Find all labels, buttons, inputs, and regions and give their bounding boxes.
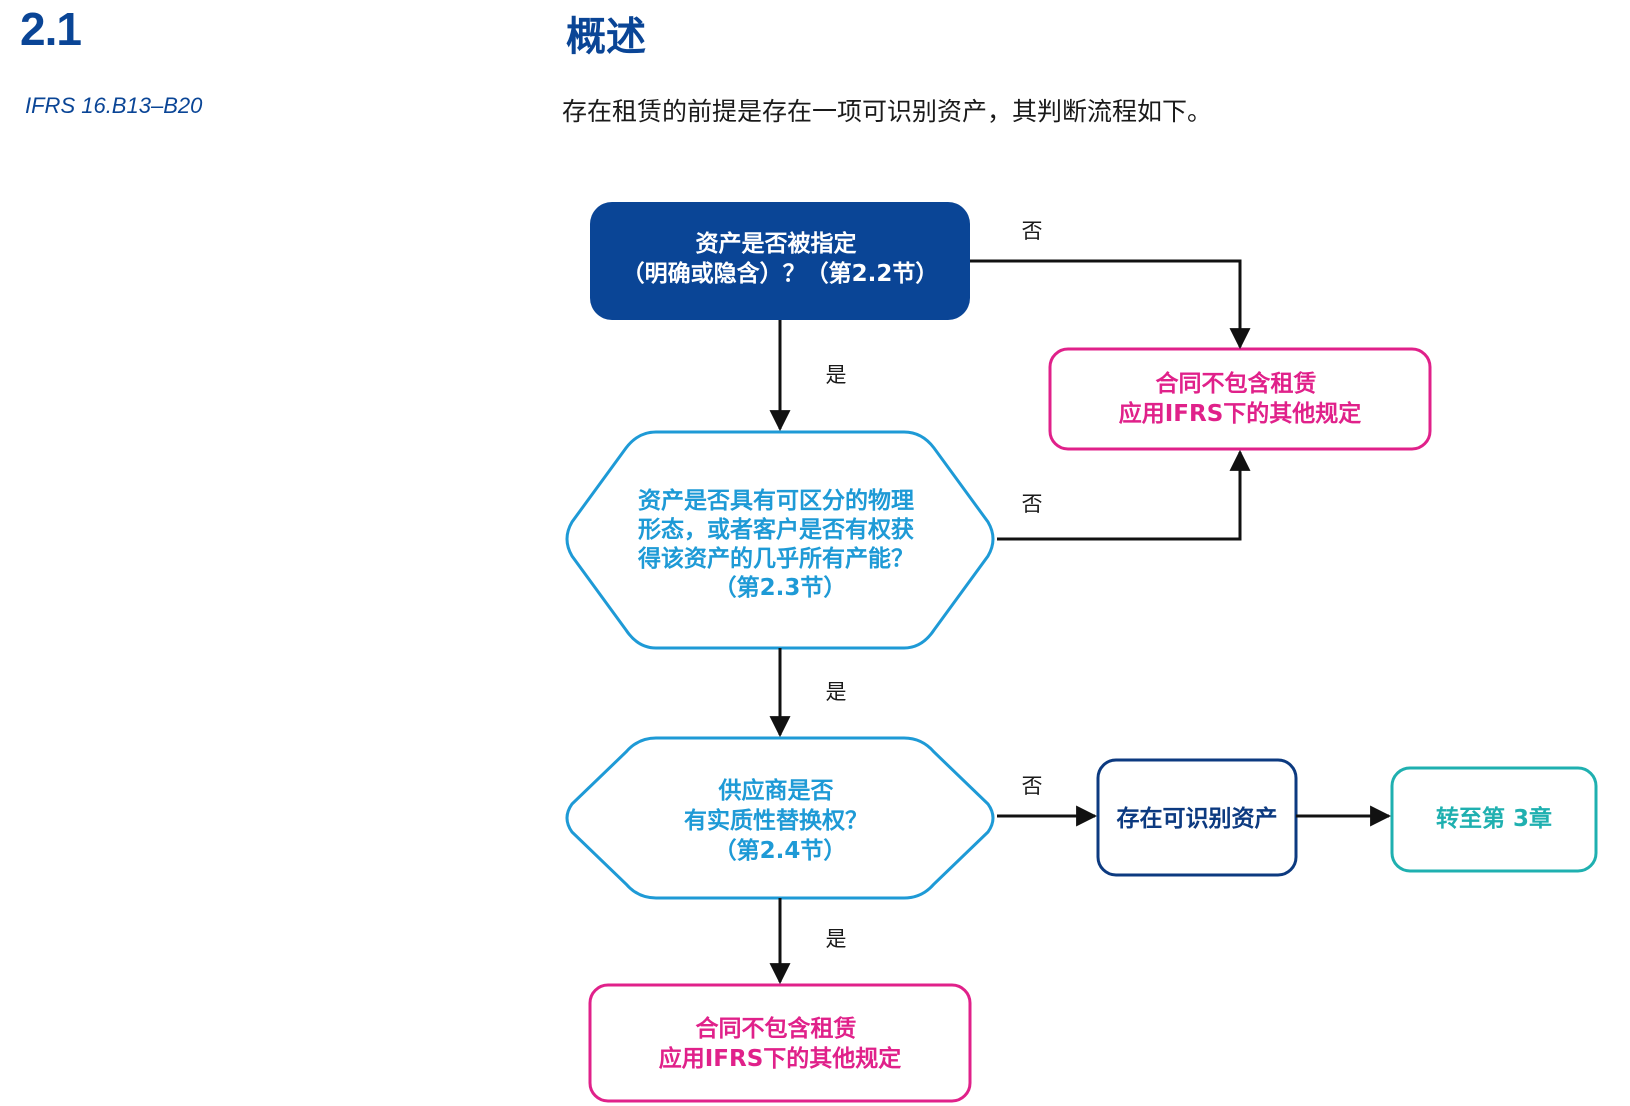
q3-line-2: 有实质性替换权？ xyxy=(684,807,868,834)
question-substitution-right-shape xyxy=(565,736,995,900)
edge-label-q2-no: 否 xyxy=(1022,492,1043,516)
edge-label-q1-no: 否 xyxy=(1022,219,1043,243)
q1-line-2: （明确或隐含）？（第2.2节） xyxy=(622,260,939,287)
no-lease-right-line-1: 合同不包含租赁 xyxy=(1155,370,1316,397)
arrow-q2-no xyxy=(997,449,1251,541)
q3-line-3: （第2.4节） xyxy=(714,837,847,864)
question-asset-specified-shape xyxy=(590,202,970,320)
q3-line-1: 供应商是否 xyxy=(717,777,833,804)
result-identified-asset-text: 存在可识别资产 xyxy=(1117,805,1278,832)
q2-line-4: （第2.3节） xyxy=(714,574,847,601)
result-no-lease-right: 合同不包含租赁 应用IFRS下的其他规定 xyxy=(1048,347,1432,451)
section-number: 2.1 xyxy=(20,3,82,55)
result-go-to-chapter: 转至第 3章 xyxy=(1390,766,1598,873)
identified-asset-line-1: 存在可识别资产 xyxy=(1117,805,1278,832)
result-go-to-chapter-text: 转至第 3章 xyxy=(1436,805,1552,832)
no-lease-bottom-line-1: 合同不包含租赁 xyxy=(695,1015,856,1042)
question-distinct-physical-text: 资产是否具有可区分的物理 形态，或者客户是否有权获 得该资产的几乎所有产能？ （… xyxy=(637,487,922,601)
question-distinct-physical: 资产是否具有可区分的物理 形态，或者客户是否有权获 得该资产的几乎所有产能？ （… xyxy=(565,430,995,650)
arrow-q1-no xyxy=(970,259,1251,350)
q2-line-3: 得该资产的几乎所有产能？ xyxy=(637,545,914,572)
question-asset-specified-text: 资产是否被指定 （明确或隐含）？（第2.2节） xyxy=(622,230,939,287)
q1-line-1: 资产是否被指定 xyxy=(695,230,856,257)
section-title: 概述 xyxy=(566,14,646,60)
intro-paragraph: 存在租赁的前提是存在一项可识别资产，其判断流程如下。 xyxy=(562,97,1213,126)
result-no-lease-bottom-shape xyxy=(588,983,972,1103)
q2-line-1: 资产是否具有可区分的物理 xyxy=(638,487,914,514)
question-asset-specified: 资产是否被指定 （明确或隐含）？（第2.2节） xyxy=(590,202,970,320)
result-no-lease-bottom: 合同不包含租赁 应用IFRS下的其他规定 xyxy=(588,983,972,1103)
result-go-to-chapter-shape xyxy=(1390,766,1598,873)
result-no-lease-right-shape xyxy=(1048,347,1432,451)
edge-label-q3-no: 否 xyxy=(1022,774,1043,798)
question-substitution-right-text: 供应商是否 有实质性替换权？ （第2.4节） xyxy=(684,777,876,864)
question-substitution-right: 供应商是否 有实质性替换权？ （第2.4节） xyxy=(565,736,995,900)
edge-label-q2-yes: 是 xyxy=(826,680,847,704)
go-to-chapter-line-1: 转至第 3章 xyxy=(1436,805,1552,832)
no-lease-right-line-2: 应用IFRS下的其他规定 xyxy=(1119,400,1362,427)
q2-line-2: 形态，或者客户是否有权获 xyxy=(638,516,914,543)
question-distinct-physical-shape xyxy=(565,430,995,650)
reference-citation: IFRS 16.B13–B20 xyxy=(25,93,203,118)
result-no-lease-right-text: 合同不包含租赁 应用IFRS下的其他规定 xyxy=(1119,370,1362,427)
no-lease-bottom-line-2: 应用IFRS下的其他规定 xyxy=(659,1045,902,1072)
result-identified-asset: 存在可识别资产 xyxy=(1096,758,1298,877)
edge-label-q3-yes: 是 xyxy=(826,927,847,951)
result-no-lease-bottom-text: 合同不包含租赁 应用IFRS下的其他规定 xyxy=(659,1015,902,1072)
edge-label-q1-yes: 是 xyxy=(826,363,847,387)
